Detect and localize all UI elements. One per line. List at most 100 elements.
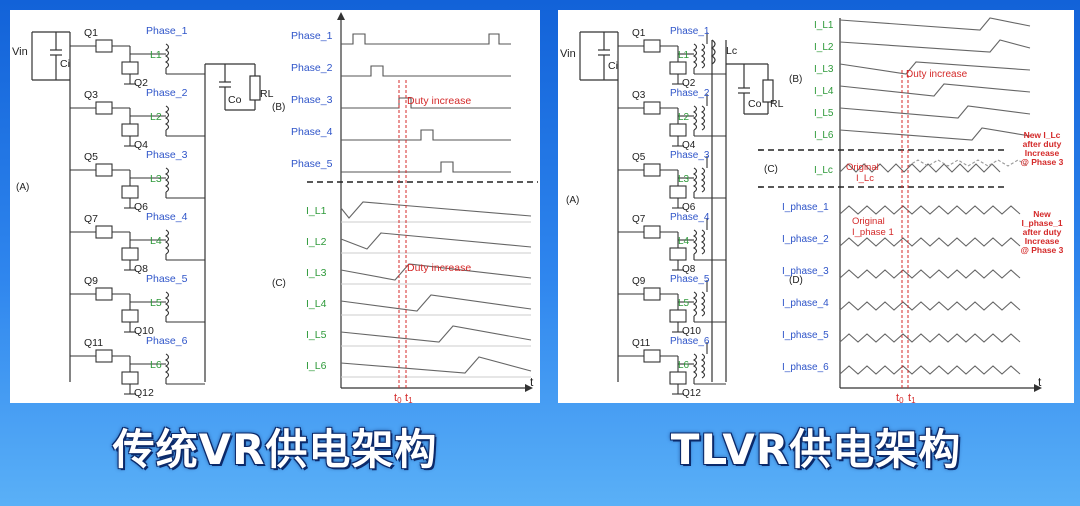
phase-inductor	[692, 229, 698, 255]
inductor-current-4	[340, 294, 532, 312]
phase-stage-4	[618, 218, 726, 271]
phase-stage-5	[618, 280, 726, 333]
phase-stage-2	[618, 94, 726, 147]
pulse-label: Phase_2	[291, 62, 333, 74]
ls-fet-label: Q4	[682, 140, 696, 151]
current-label: I_L5	[814, 108, 834, 119]
low-side-mosfet	[121, 185, 139, 199]
phase-label: Phase_5	[670, 274, 710, 285]
phase-label: Phase_6	[670, 336, 710, 347]
inductor-label: L5	[678, 298, 690, 309]
ls-fet-label: Q6	[682, 202, 696, 213]
phase-stage-6	[70, 349, 205, 395]
current-label: I_L6	[306, 360, 327, 372]
phase-stage-1	[618, 32, 726, 85]
low-side-mosfet	[669, 371, 687, 385]
ci-label: Ci	[60, 58, 70, 70]
hs-fet-label: Q3	[632, 90, 646, 101]
phase-current-label: I_phase_3	[782, 266, 829, 277]
new-phase-note: after duty	[1023, 227, 1062, 237]
ls-fet-label: Q12	[134, 387, 154, 399]
current-label: I_L2	[814, 42, 834, 53]
hs-fet-label: Q3	[84, 89, 98, 101]
duty-increase-note-1: Duty increase	[407, 95, 471, 107]
original-phase-note-2: I_phase 1	[852, 227, 894, 238]
ls-fet-label: Q4	[134, 139, 148, 151]
phase-stage-2	[70, 101, 205, 147]
pulse-4	[341, 129, 511, 141]
tlvr-inductor-current-3	[839, 61, 1031, 75]
hs-fet-label: Q5	[632, 152, 646, 163]
phase-inductor	[692, 167, 698, 193]
tag-b: (B)	[272, 102, 285, 113]
new-lc-note: Increase	[1025, 148, 1060, 158]
new-lc-note: after duty	[1023, 139, 1062, 149]
high-side-mosfet	[95, 287, 113, 301]
inductor-label: L2	[678, 112, 690, 123]
hs-fet-label: Q5	[84, 151, 98, 163]
high-side-mosfet	[643, 101, 661, 115]
new-phase-note: I_phase_1	[1021, 218, 1062, 228]
phase-inductor	[692, 105, 698, 131]
lc-current-wave	[839, 163, 1001, 173]
duty-increase-note-2: Duty increase	[407, 262, 471, 274]
high-side-mosfet	[643, 163, 661, 177]
inductor-current-1	[340, 201, 532, 219]
phase-stage-3	[618, 156, 726, 209]
tag-d: (D)	[789, 275, 803, 286]
phase-inductor	[692, 43, 698, 69]
phase-current-4	[839, 301, 1021, 311]
ls-fet-label: Q8	[682, 264, 696, 275]
new-phase-note: @ Phase 3	[1021, 245, 1064, 255]
phase-label: Phase_2	[146, 87, 188, 99]
current-label: I_L3	[306, 267, 327, 279]
t1-label: t1	[405, 392, 413, 403]
high-side-mosfet	[95, 225, 113, 239]
inductor-label: L1	[150, 49, 162, 61]
original-lc-note-1: Original	[846, 162, 879, 173]
hs-fet-label: Q1	[632, 28, 646, 39]
tlvr-inductor-current-6	[839, 127, 1031, 141]
ls-fet-label: Q12	[682, 388, 701, 399]
tlvr-inductor-current-4	[839, 83, 1031, 97]
inductor-current-6	[340, 356, 532, 374]
phase-inductor	[692, 353, 698, 379]
t1-label: t1	[908, 392, 916, 403]
time-axis-label: t	[530, 375, 534, 389]
hs-fet-label: Q1	[84, 27, 98, 39]
phase-inductor	[692, 291, 698, 317]
phase-label: Phase_3	[146, 149, 188, 161]
pulse-3	[341, 97, 511, 109]
phase-inductor	[164, 43, 170, 69]
phase-stage-3	[70, 163, 205, 209]
low-side-mosfet	[669, 61, 687, 75]
phase-stage-4	[70, 225, 205, 271]
pulse-2	[341, 65, 511, 77]
ls-fet-label: Q10	[134, 325, 154, 337]
phase-inductor	[164, 167, 170, 193]
current-label: I_L4	[306, 298, 327, 310]
phase-inductor	[164, 105, 170, 131]
phase-current-6	[839, 365, 1021, 375]
inductor-label: L4	[150, 235, 162, 247]
hs-fet-label: Q9	[632, 276, 646, 287]
ls-fet-label: Q8	[134, 263, 148, 275]
pulse-label: Phase_4	[291, 126, 333, 138]
rl-label: RL	[770, 98, 784, 110]
high-side-mosfet	[95, 39, 113, 53]
conventional-vr-circuit	[31, 31, 261, 382]
original-phase-note-1: Original	[852, 216, 885, 227]
lc-current-label: I_Lc	[814, 165, 833, 176]
phase-current-label: I_phase_5	[782, 330, 829, 341]
low-side-mosfet	[121, 309, 139, 323]
rl-label: RL	[260, 88, 274, 100]
inductor-current-5	[340, 325, 532, 343]
tag-c: (C)	[272, 278, 286, 289]
tlvr-caption: TLVR供电架构	[670, 425, 962, 474]
ls-fet-label: Q10	[682, 326, 701, 337]
pulse-5	[341, 161, 511, 173]
duty-increase-note: Duty increase	[906, 69, 968, 80]
phase-label: Phase_2	[670, 88, 710, 99]
phase-inductor	[164, 291, 170, 317]
